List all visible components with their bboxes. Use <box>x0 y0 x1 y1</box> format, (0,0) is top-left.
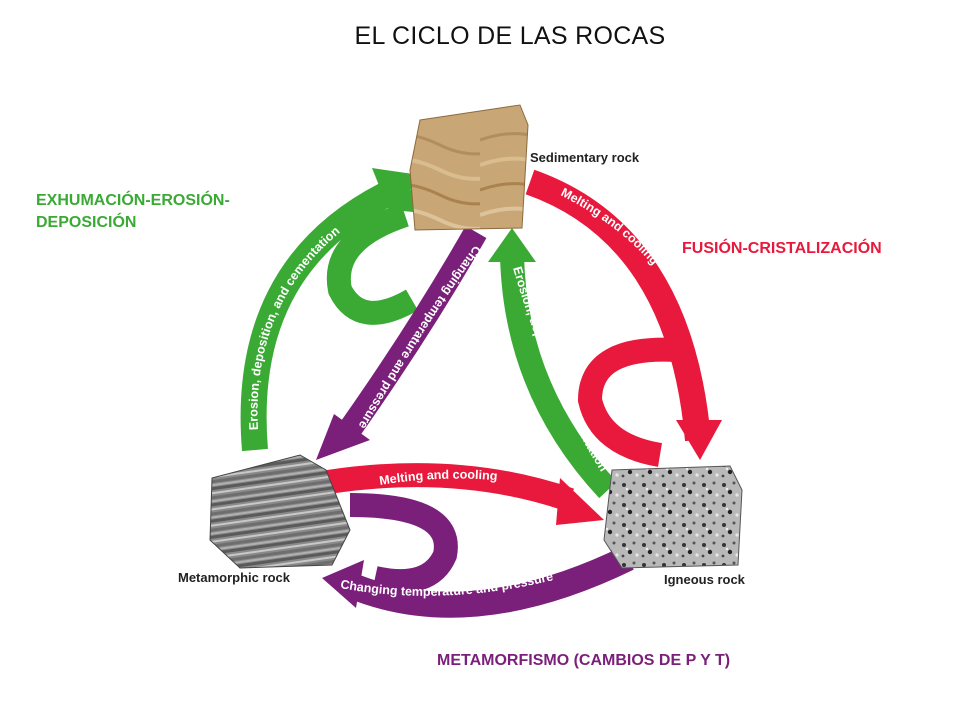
purple-inner-loop-arrow <box>349 493 458 593</box>
sedimentary-rock-label: Sedimentary rock <box>530 150 640 165</box>
red-inner-loop-arrow <box>577 337 679 467</box>
arrow-text-purple-outer: Changing temperature and pressure <box>356 243 484 431</box>
metamorphic-rock-label: Metamorphic rock <box>178 570 291 585</box>
erosion-process-label: EXHUMACIÓN-EROSIÓN- DEPOSICIÓN <box>36 190 230 234</box>
page-title: EL CICLO DE LAS ROCAS <box>354 22 666 50</box>
metamorphic-rock-image <box>209 454 351 569</box>
sedimentary-rock-image <box>409 104 529 231</box>
red-outer-arrow <box>525 169 722 460</box>
igneous-rock-image <box>603 465 743 569</box>
purple-igneous-arrow <box>322 546 634 618</box>
purple-sedimentary-arrow <box>316 226 487 460</box>
erosion-label-text: EXHUMACIÓN-EROSIÓN- DEPOSICIÓN <box>36 192 230 231</box>
green-outer-arrow <box>240 168 420 452</box>
melting-process-label: FUSIÓN-CRISTALIZACIÓN <box>682 240 882 257</box>
igneous-rock-label: Igneous rock <box>664 572 746 587</box>
arrow-text-red-outer: Melting and cooling <box>559 185 662 267</box>
green-igneous-arrow <box>488 228 617 499</box>
red-metamorphic-arrow <box>326 463 604 525</box>
metamorphism-process-label: METAMORFISMO (CAMBIOS DE P Y T) <box>437 652 731 669</box>
